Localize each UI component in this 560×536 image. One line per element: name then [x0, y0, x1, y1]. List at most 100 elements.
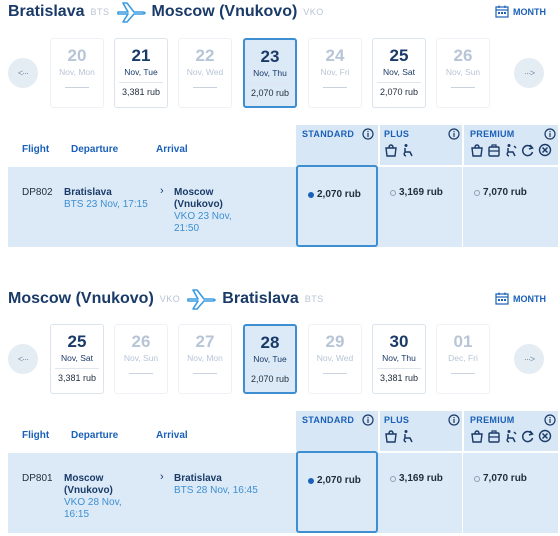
fare-standard-cell[interactable]: 2,070 rub	[296, 451, 378, 533]
fare-table-header: Flight Departure Arrival STANDARD PLUS P…	[8, 411, 558, 451]
info-icon[interactable]	[362, 414, 374, 426]
airplane-icon	[187, 289, 217, 310]
origin-city: Bratislava	[8, 3, 85, 20]
date-number: 20	[67, 46, 87, 65]
no-price-dash	[323, 373, 347, 374]
seat-selection-icon	[506, 430, 517, 443]
seat-selection-icon	[403, 144, 413, 157]
fare-standard-title: STANDARD	[302, 129, 355, 139]
calendar-icon	[495, 5, 509, 18]
date-number: 25	[67, 332, 87, 351]
checked-baggage-icon	[488, 430, 500, 443]
flight-number: DP802	[22, 187, 53, 198]
fare-standard-option[interactable]: 2,070 rub	[308, 475, 361, 486]
premium-amenities	[470, 143, 552, 159]
date-number: 23	[260, 47, 280, 66]
divider	[248, 83, 292, 84]
hand-luggage-icon	[385, 144, 397, 157]
next-dates-button[interactable]: ···>	[514, 58, 544, 88]
refund-icon	[521, 144, 534, 157]
destination-city: Moscow (Vnukovo)	[151, 3, 298, 20]
hand-luggage-icon	[471, 144, 483, 157]
return-trip: Moscow (Vnukovo) VKO Bratislava BTS MONT…	[0, 287, 560, 536]
divider	[377, 82, 421, 83]
info-icon[interactable]	[544, 128, 556, 140]
fare-table-header: Flight Departure Arrival STANDARD PLUS P…	[8, 125, 558, 165]
fare-standard-price: 2,070 rub	[317, 475, 361, 486]
destination-code: VKO	[303, 7, 324, 17]
date-label: Nov, Sun	[445, 67, 481, 77]
radio-unselected	[390, 189, 396, 196]
divider	[55, 368, 99, 369]
flight-row[interactable]: DP801 Moscow (Vnukovo) VKO 28 Nov, 16:15…	[8, 451, 558, 533]
month-view-button[interactable]: MONTH	[495, 292, 546, 305]
fare-standard-header: STANDARD	[296, 411, 378, 451]
divider	[119, 82, 163, 83]
date-number: 25	[389, 46, 409, 65]
previous-dates-button[interactable]: <···	[8, 58, 38, 88]
fare-plus-option[interactable]: 3,169 rub	[390, 187, 443, 198]
date-label: Nov, Wed	[316, 353, 354, 363]
month-view-button[interactable]: MONTH	[495, 5, 546, 18]
info-icon[interactable]	[448, 128, 460, 140]
fare-premium-header: PREMIUM	[464, 411, 558, 451]
no-price-dash	[451, 87, 475, 88]
flight-row[interactable]: DP802 Bratislava BTS 23 Nov, 17:15 › Mos…	[8, 165, 558, 247]
info-icon[interactable]	[362, 128, 374, 140]
fare-table: Flight Departure Arrival STANDARD PLUS P…	[8, 411, 558, 533]
seat-selection-icon	[403, 430, 413, 443]
fare-standard-cell[interactable]: 2,070 rub	[296, 165, 378, 247]
date-number: 27	[195, 332, 215, 351]
fare-premium-option[interactable]: 7,070 rub	[474, 473, 527, 484]
date-label: Nov, Thu	[253, 68, 287, 78]
date-number: 26	[453, 46, 473, 65]
date-label: Nov, Sat	[383, 67, 415, 77]
arrival-city: Moscow (Vnukovo)	[174, 187, 223, 210]
fare-standard-option[interactable]: 2,070 rub	[308, 189, 361, 200]
next-dates-button[interactable]: ···>	[514, 344, 544, 374]
fare-plus-price: 3,169 rub	[399, 187, 443, 198]
date-number: 21	[131, 46, 151, 65]
column-separator	[462, 453, 463, 533]
arrow-right-icon: ···>	[523, 354, 535, 364]
info-icon[interactable]	[448, 414, 460, 426]
date-label: Nov, Mon	[59, 67, 95, 77]
date-number: 26	[131, 332, 151, 351]
fare-premium-price: 7,070 rub	[483, 187, 527, 198]
info-icon[interactable]	[544, 414, 556, 426]
fare-table: Flight Departure Arrival STANDARD PLUS P…	[8, 125, 558, 247]
date-label: Dec, Fri	[448, 353, 478, 363]
fare-premium-option[interactable]: 7,070 rub	[474, 187, 527, 198]
origin-code: VKO	[159, 294, 181, 304]
checked-baggage-icon	[488, 144, 500, 157]
date-label: Nov, Fri	[320, 67, 350, 77]
date-label: Nov, Wed	[186, 67, 224, 77]
radio-unselected	[474, 475, 480, 482]
fare-plus-price: 3,169 rub	[399, 473, 443, 484]
fare-plus-option[interactable]: 3,169 rub	[390, 473, 443, 484]
fare-plus-title: PLUS	[384, 415, 410, 425]
arrival-city: Bratislava	[174, 473, 222, 484]
radio-unselected	[474, 189, 480, 196]
column-departure: Departure	[71, 144, 119, 155]
previous-dates-button[interactable]: <···	[8, 344, 38, 374]
hand-luggage-icon	[385, 430, 397, 443]
radio-selected	[308, 191, 314, 198]
outbound-trip: Bratislava BTS Moscow (Vnukovo) VKO MONT…	[0, 0, 560, 265]
